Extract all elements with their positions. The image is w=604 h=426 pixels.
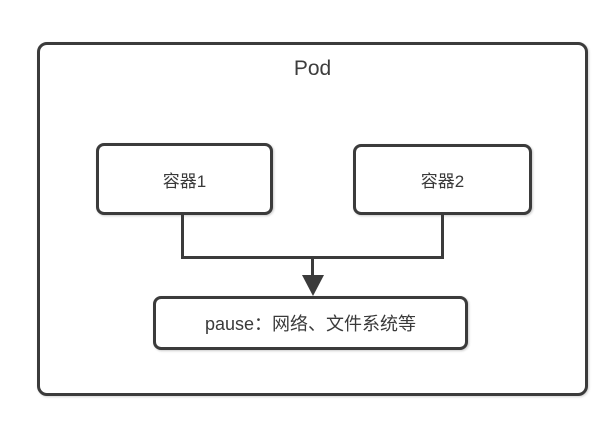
connector-container-1-vertical: [181, 215, 184, 257]
connector-arrow-stem: [311, 256, 314, 277]
arrow-down-icon: [302, 275, 324, 296]
node-container-1: 容器1: [96, 143, 273, 215]
node-container-2-label: 容器2: [420, 172, 465, 191]
node-pause-label: pause：网络、文件系统等: [204, 314, 417, 334]
connector-container-2-vertical: [441, 215, 444, 257]
node-container-1-label: 容器1: [162, 171, 207, 191]
node-pause: pause：网络、文件系统等: [153, 296, 468, 350]
node-container-2: 容器2: [353, 144, 532, 215]
pod-title: Pod: [293, 57, 332, 80]
